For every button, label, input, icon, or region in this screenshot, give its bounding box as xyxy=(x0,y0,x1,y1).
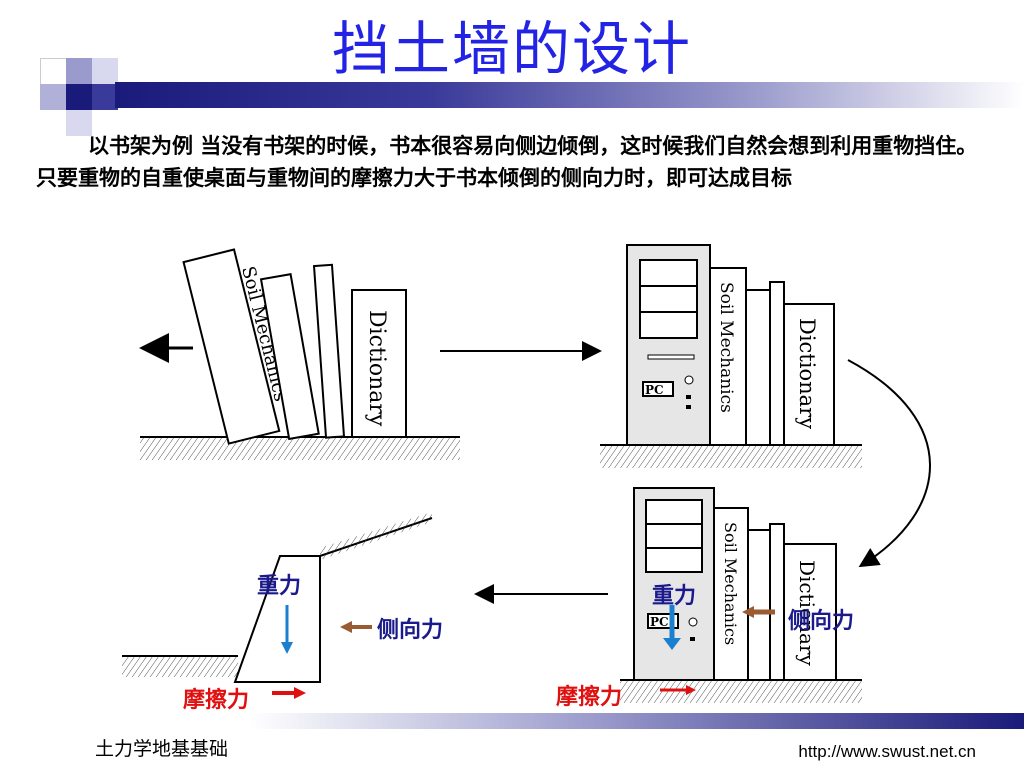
paragraph-text: 以书架为例 当没有书架的时候，书本很容易向侧边倾倒，这时候我们自然会想到利用重物… xyxy=(36,134,978,190)
footer-url: http://www.swust.net.cn xyxy=(798,742,976,761)
friction-label-wall: 摩擦力 xyxy=(183,688,250,713)
friction-label-pc: 摩擦力 xyxy=(556,685,623,710)
pc-label-2: PC xyxy=(650,615,669,629)
page-title: 挡土墙的设计 xyxy=(331,15,692,83)
dictionary-title-1: Dictionary xyxy=(364,310,389,427)
soil-mechanics-title-3: Soil Mechanics xyxy=(721,522,740,645)
pc-label-1: PC xyxy=(645,383,664,397)
soil-mechanics-title-2: Soil Mechanics xyxy=(716,282,736,413)
footer-gradient-bar xyxy=(250,713,1024,729)
lateral-force-label-pc: 侧向力 xyxy=(788,609,855,634)
lateral-force-label-wall: 侧向力 xyxy=(377,618,444,643)
scene-retaining-wall xyxy=(122,512,433,699)
body-paragraph: 以书架为例 当没有书架的时候，书本很容易向侧边倾倒，这时候我们自然会想到利用重物… xyxy=(36,130,986,194)
gravity-label-pc: 重力 xyxy=(652,584,697,609)
dictionary-title-3: Dictionary xyxy=(795,560,819,666)
title-gradient-bar xyxy=(115,82,1024,108)
scene-pc-with-forces: PC Soil Mechanics Dictionary xyxy=(620,487,862,703)
gravity-label-wall: 重力 xyxy=(257,574,302,599)
scene-pc-holding-books: PC Soil Mechanics Dictionary xyxy=(600,244,862,468)
curved-arrow-to-scene3 xyxy=(847,359,931,568)
scene-falling-books: Soil Mechanics Dictionary xyxy=(139,248,460,460)
dictionary-title-2: Dictionary xyxy=(795,318,819,429)
footer-course-name: 土力学地基基础 xyxy=(95,738,229,760)
